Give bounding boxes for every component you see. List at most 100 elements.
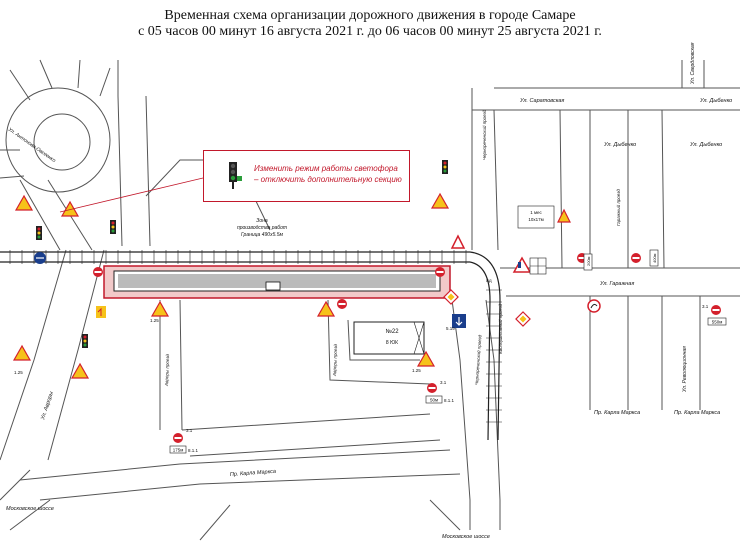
map-title: Временная схема организации дорожного дв… (0, 8, 740, 40)
label-vrangelya: Авроры проезд (332, 343, 338, 377)
label-karla-marksa-r1: Пр. Карла Маркса (594, 410, 640, 416)
road-avrora-right (47, 249, 105, 461)
road-upper-center (117, 60, 151, 247)
title-line-2: с 05 часов 00 минут 16 августа 2021 г. д… (138, 24, 602, 39)
label-avrora-proezd: Авроры проезд (164, 353, 170, 387)
sign-label-8-1-1a: 8.1.1 (188, 448, 199, 453)
construction-vehicle-icon (265, 281, 281, 291)
road-inner-block (327, 299, 431, 385)
road-chernorech-right (493, 109, 499, 251)
give-way-sign (450, 234, 466, 249)
warning-roadworks-sign (150, 300, 170, 317)
building-label: 8 ЮК (386, 340, 398, 346)
callout-traffic-light-icon (229, 162, 242, 189)
road-bottom-left (0, 469, 51, 531)
callout-line-2: – отключить дополнительную секцию (254, 175, 402, 184)
road-lower-right-v2 (661, 296, 701, 410)
road-under-rail-a (159, 299, 183, 431)
sign-label-1-25a: 1.25 (14, 370, 23, 375)
label-moskovskoe-left: Московское шоссе (6, 506, 54, 512)
road-lower-right-v1 (589, 296, 629, 410)
railway (0, 250, 502, 441)
sign-label-5-19: 5.19 (446, 326, 455, 331)
signal-change-callout: Изменить режим работы светофора – отключ… (203, 150, 410, 202)
label-dybenko-r1: Ул. Дыбенко (603, 142, 636, 148)
priority-road-sign (515, 311, 531, 327)
no-entry-sign (435, 267, 445, 277)
label-karla-marksa-r2: Пр. Карла Маркса (674, 410, 720, 416)
zone-label-1: Зона (256, 218, 268, 224)
distance-550m: 550м (712, 320, 723, 325)
warning-roadworks-sign (430, 192, 450, 209)
label-chernorechenskii: Чернореченский проезд (481, 109, 487, 160)
label-saratovskaya: Ул. Саратовская (519, 98, 564, 104)
label-dybenko-r2: Ул. Дыбенко (689, 142, 722, 148)
traffic-light-icon (110, 220, 116, 234)
road-antonova-diag (19, 179, 93, 251)
road-dybenko-v2 (627, 109, 665, 269)
sign-label-3-1a: 3.1 (186, 428, 193, 433)
sign-label-3-1c: 3.1 (702, 304, 709, 309)
label-karla-marksa-bottom: Пр. Карла Маркса (230, 469, 276, 478)
warning-roadworks-sign (416, 350, 436, 367)
label-sverdlovskaya: Ул. Свердловская (690, 42, 696, 84)
sign-grid (529, 257, 547, 275)
label-revolyutsionnaya: Ул. Революционная (682, 346, 688, 392)
warning-roadworks-sign (14, 194, 34, 211)
distance-plate: 200м (583, 253, 593, 271)
warning-roadworks-sign (557, 208, 571, 223)
sign-label-1-25c: 1.25 (412, 368, 421, 373)
no-entry-sign (711, 305, 721, 315)
panel-size: 10х17м (528, 217, 543, 222)
road-karla-marksa-lower (19, 449, 461, 501)
roundabout-outer (5, 87, 111, 193)
info-panel: 1 мес 10х17м (517, 205, 555, 229)
road-saratovskaya (472, 87, 740, 111)
traffic-light-icon (442, 160, 448, 174)
distance-200m: 200м (586, 256, 591, 266)
traffic-light-icon (36, 226, 42, 240)
road-chernorech-lower (451, 299, 471, 530)
no-entry-sign (631, 253, 641, 263)
label-garazhnaya: Ул. Гаражная (599, 281, 634, 287)
rail-ties (9, 250, 502, 423)
mandatory-direction-sign (587, 299, 601, 313)
distance-50m: 50м (430, 398, 438, 403)
mandatory-direction-sign (452, 314, 466, 328)
no-entry-sign (337, 299, 347, 309)
distance-plate: 400м (649, 249, 659, 267)
warning-roadworks-sign (316, 300, 336, 317)
label-chernorechenskii-2: Чернореченский проезд (473, 334, 483, 385)
traffic-light-icon (82, 334, 88, 348)
distance-plate: 175м (169, 445, 187, 454)
work-zone (103, 265, 451, 299)
label-avrora: Ул. Авроры (40, 391, 55, 422)
label-dybenko-top: Ул. Дыбенко (699, 98, 732, 104)
label-moskovskoe-bottom: Московское шоссе (442, 534, 490, 540)
label-garazhnyi: Гаражный проезд (615, 189, 621, 226)
distance-plate: 50м (425, 395, 443, 404)
sign-label-3-1b: 3.1 (440, 380, 447, 385)
warning-roadworks-sign (12, 344, 32, 361)
sign-label-8-1-1b: 8.1.1 (444, 398, 455, 403)
distance-400m: 400м (652, 253, 657, 263)
road-avrora-left (0, 249, 67, 461)
building-cross (413, 321, 425, 355)
warning-roadworks-sign (70, 362, 90, 379)
sign-label-zhd: жд (486, 278, 492, 283)
zone-label-2: производства работ (237, 225, 287, 231)
road-bottom-center (199, 499, 461, 541)
work-zone-hatch (118, 274, 436, 288)
building-number: №22 (385, 328, 399, 335)
road-karla-marksa-upper (181, 413, 441, 457)
warning-roadworks-sign (60, 200, 80, 217)
road-upper-left (9, 59, 111, 101)
title-line-1: Временная схема организации дорожного дв… (164, 8, 576, 23)
distance-175m: 175м (173, 448, 184, 453)
mandatory-direction-sign (34, 252, 46, 264)
give-way-sign (512, 256, 532, 273)
label-kooperativnyi: Кооперативный проезд (497, 303, 503, 354)
priority-road-sign (443, 289, 459, 305)
distance-plate: 550м (707, 317, 727, 326)
